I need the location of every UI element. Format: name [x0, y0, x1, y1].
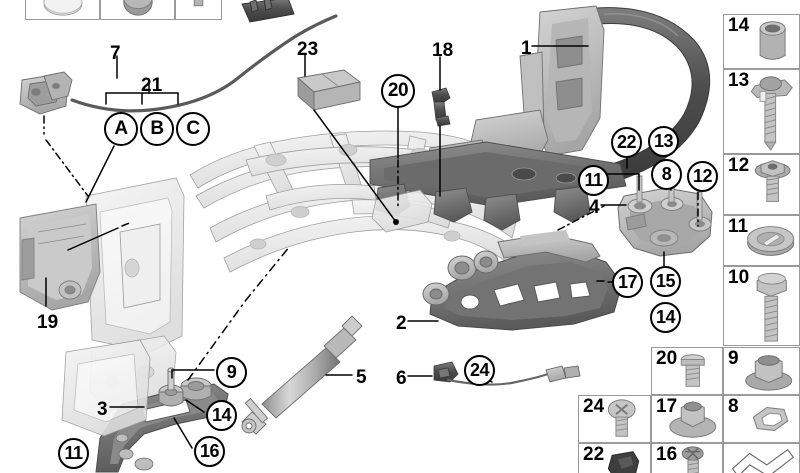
legend-number-14: 14 — [728, 15, 750, 36]
label-1: 1 — [521, 38, 532, 59]
legend-cell-20-pan-bolt[interactable]: 20 — [651, 347, 723, 395]
callout-14-b[interactable]: 14 — [206, 400, 237, 431]
legend-cell-small-rivet[interactable] — [175, 0, 222, 20]
label-5: 5 — [356, 367, 367, 388]
legend-cell-9-flange-nut[interactable]: 9 — [723, 347, 800, 395]
callout-12[interactable]: 12 — [687, 161, 718, 192]
legend-number-20: 20 — [656, 348, 678, 369]
callout-b[interactable]: B — [140, 112, 174, 146]
legend-number-11: 11 — [728, 216, 749, 237]
legend-cell-12-flange-bolt[interactable]: 12 — [723, 154, 800, 215]
label-7: 7 — [110, 43, 121, 64]
slotted-washer-icon — [724, 216, 799, 265]
legend-cell-washer-disc[interactable] — [25, 0, 100, 20]
hex-ring-nut-icon — [724, 396, 799, 442]
bent-clip-icon — [724, 444, 799, 473]
legend-number-13: 13 — [728, 70, 750, 91]
phillips-screw-icon — [579, 396, 650, 442]
legend-number-16: 16 — [656, 444, 678, 465]
callout-11-a[interactable]: 11 — [578, 165, 609, 196]
legend-cell-bent-clip[interactable] — [723, 443, 800, 473]
label-19: 19 — [37, 312, 59, 333]
legend-cell-13-collar-bolt[interactable]: 13 — [723, 69, 800, 154]
small-rivet-icon — [176, 0, 221, 19]
washer-disc-icon — [26, 0, 99, 19]
legend-cell-17-flange-lock-nut[interactable]: 17 — [651, 395, 723, 443]
legend-cell-round-nut[interactable] — [100, 0, 175, 20]
callout-20[interactable]: 20 — [381, 74, 415, 108]
collar-bolt-long-icon — [724, 70, 799, 153]
label-2: 2 — [396, 313, 407, 334]
flange-nut-icon — [724, 348, 799, 394]
callout-c[interactable]: C — [176, 112, 210, 146]
callout-11-b[interactable]: 11 — [58, 438, 89, 469]
legend-cell-8-hex-ring-nut[interactable]: 8 — [723, 395, 800, 443]
callout-13[interactable]: 13 — [648, 126, 679, 157]
callout-22[interactable]: 22 — [611, 127, 642, 158]
label-23: 23 — [297, 39, 319, 60]
callout-15[interactable]: 15 — [650, 266, 681, 297]
legend-cell-11-slotted-washer[interactable]: 11 — [723, 215, 800, 266]
legend-cell-16-torx-bolt[interactable]: 16 — [651, 443, 723, 473]
torx-bolt-icon — [652, 444, 722, 473]
legend-cell-14-bushing[interactable]: 14 — [723, 14, 800, 69]
label-4: 4 — [589, 197, 600, 218]
legend-number-22: 22 — [583, 444, 605, 465]
legend-number-24: 24 — [583, 396, 605, 417]
legend-number-17: 17 — [656, 396, 678, 417]
label-6: 6 — [396, 368, 407, 389]
bushing-sleeve-icon — [724, 15, 799, 68]
legend-number-9: 9 — [728, 348, 739, 369]
hex-bolt-long-icon — [724, 267, 799, 345]
callout-24[interactable]: 24 — [464, 355, 495, 386]
legend-cell-24-phillips-screw[interactable]: 24 — [578, 395, 651, 443]
label-3: 3 — [97, 399, 108, 420]
callout-14-a[interactable]: 14 — [650, 302, 681, 333]
callout-16[interactable]: 16 — [194, 436, 225, 467]
legend-number-8: 8 — [728, 396, 739, 417]
flange-lock-nut-icon — [652, 396, 722, 442]
legend-cell-22-rubber-stop[interactable]: 22 — [578, 443, 651, 473]
label-21: 21 — [141, 75, 163, 96]
callout-a[interactable]: A — [104, 112, 138, 146]
flange-bolt-short-icon — [724, 155, 799, 214]
callout-8[interactable]: 8 — [651, 159, 682, 190]
label-18: 18 — [432, 40, 454, 61]
round-nut-icon — [101, 0, 174, 19]
callout-9[interactable]: 9 — [216, 357, 247, 388]
rubber-stop-icon — [579, 444, 650, 473]
legend-number-10: 10 — [728, 267, 750, 288]
callout-17-a[interactable]: 17 — [612, 267, 643, 298]
legend-cell-10-hex-bolt[interactable]: 10 — [723, 266, 800, 346]
pan-bolt-icon — [652, 348, 722, 394]
legend-number-12: 12 — [728, 155, 750, 176]
